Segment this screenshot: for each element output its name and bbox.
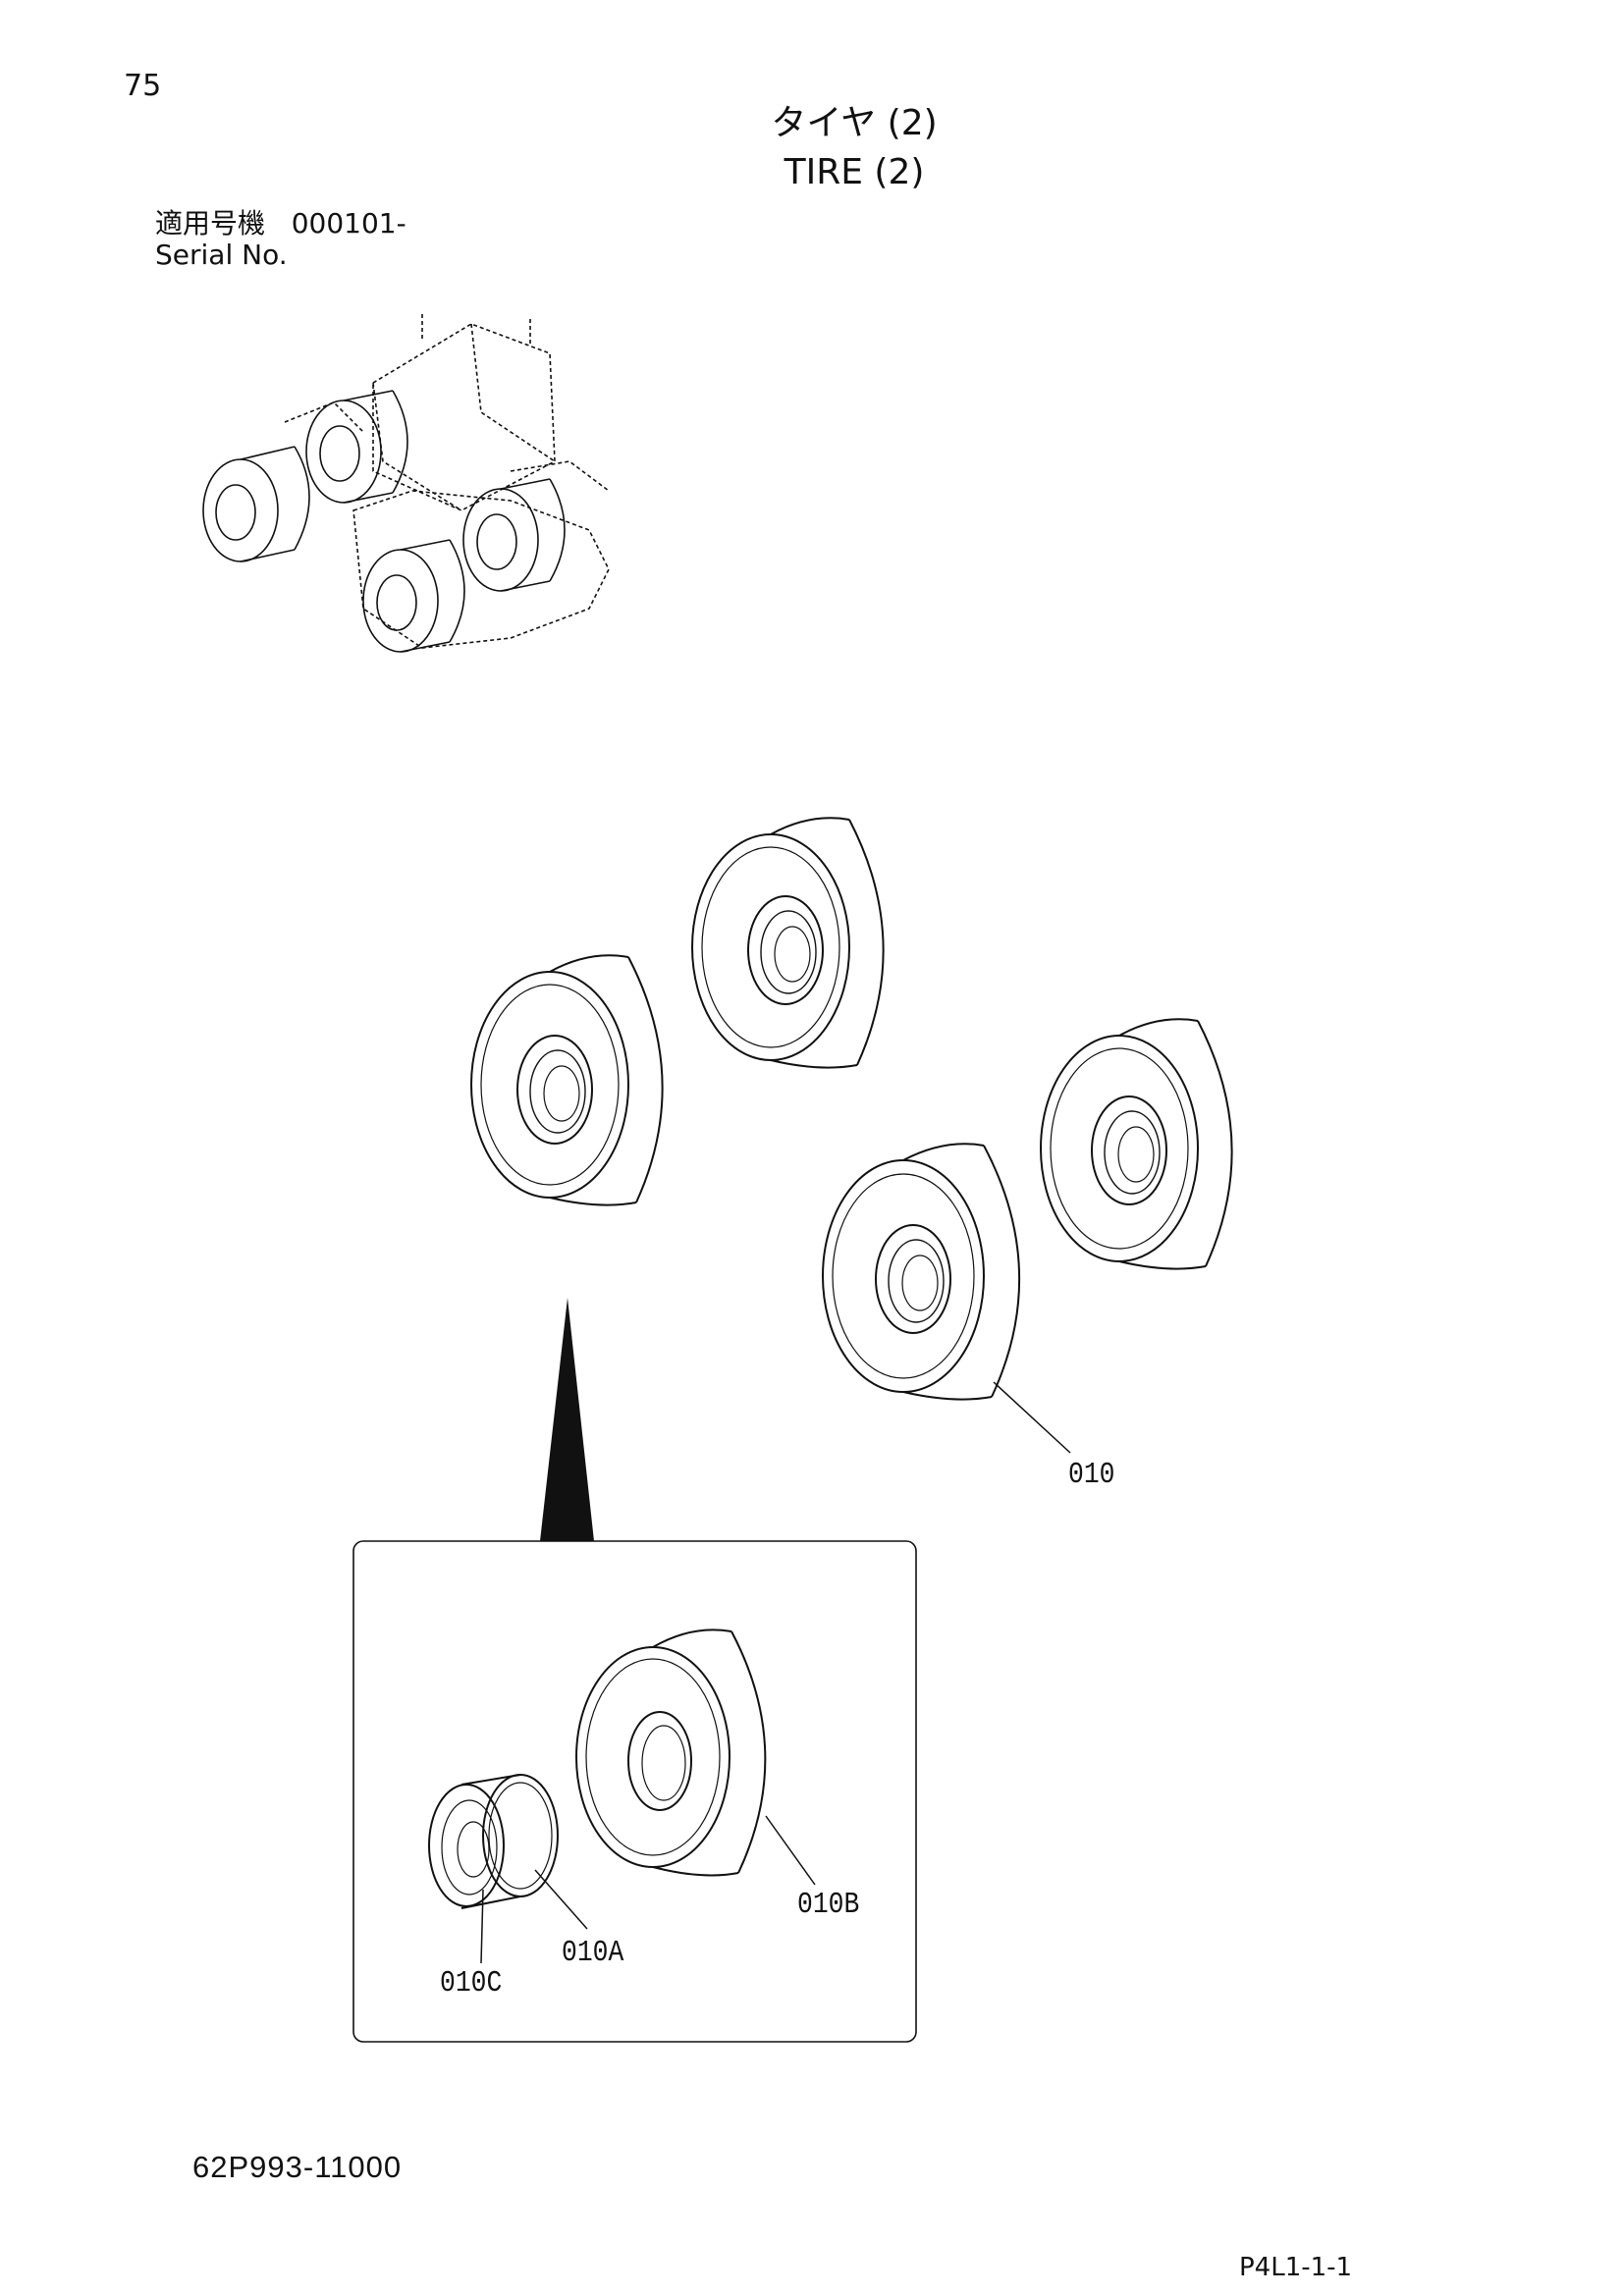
detail-rim [428,1774,559,1909]
tire-assembly-bottom [822,1143,1021,1401]
callout-010B: 010B [797,1888,860,1922]
overview-tire-rear-left [305,390,408,504]
detail-tire [575,1629,767,1877]
page-number: 75 [124,69,162,103]
leader-line-010 [993,1381,1071,1454]
detail-pointer [540,1298,594,1541]
leader-line-010A [534,1869,588,1930]
page-title-jp: タイヤ (2) [771,103,938,143]
machine-overview-illustration [284,314,610,649]
tire-assembly-top [691,817,885,1069]
page-code: P4L1-1-1 [1239,2253,1353,2282]
leader-line-010B [765,1815,816,1886]
callout-010C: 010C [440,1966,503,2001]
serial-row-jp: 適用号機 000101- [155,202,406,241]
overview-tire-front-left [202,446,310,562]
leader-line-010C [480,1889,484,1964]
overview-tire-rear-right [462,478,566,592]
callout-010: 010 [1068,1458,1115,1492]
serial-label-jp: 適用号機 [155,207,266,240]
serial-label-en: Serial No. [155,239,288,271]
page-title-en: TIRE (2) [784,152,925,192]
tire-assembly-left [470,954,664,1206]
detail-box [352,1540,917,2043]
callout-010A: 010A [562,1936,624,1970]
part-number: 62P993-11000 [192,2150,403,2184]
overview-tire-front-right [362,539,465,653]
tire-assembly-right [1040,1018,1233,1270]
serial-value: 000101- [291,207,406,240]
